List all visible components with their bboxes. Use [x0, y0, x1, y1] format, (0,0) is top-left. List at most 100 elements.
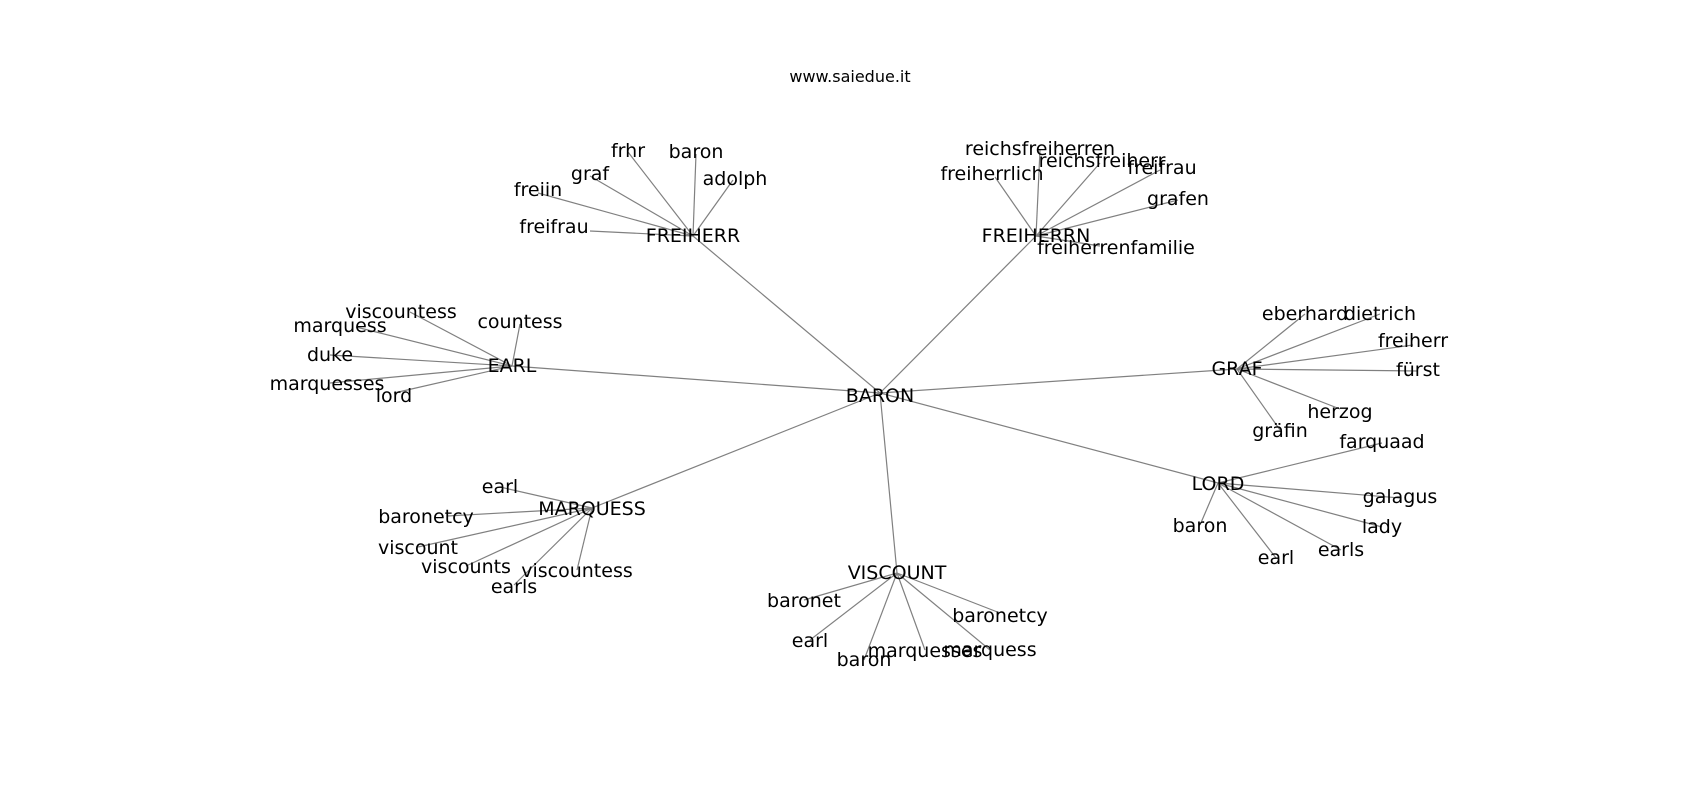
edge-lord-galagus: [1217, 482, 1401, 499]
edge-marquess-earl: [499, 486, 593, 509]
edge-graf-grafin: [1236, 368, 1281, 431]
node-graf-grafin: gräfin: [1252, 420, 1308, 442]
edge-root-freiherr: [692, 235, 881, 394]
node-marquess-viscounts: viscounts: [421, 556, 511, 578]
edge-root-graf: [879, 368, 1238, 394]
edge-marquess-baronetcy: [446, 507, 593, 517]
node-graf-furst: fürst: [1396, 359, 1440, 381]
edge-viscount-baronetcy: [896, 572, 1001, 614]
hub-node-graf: GRAF: [1211, 358, 1262, 380]
edge-graf-herzog: [1236, 368, 1341, 410]
hub-node-viscount: VISCOUNT: [848, 562, 947, 584]
node-freiherr-graf: graf: [571, 163, 611, 185]
edge-viscount-marquess: [896, 572, 991, 651]
hub-node-freiherr: FREIHERR: [646, 225, 740, 247]
edge-lord-farquaad: [1217, 442, 1383, 484]
edge-viscount-baron: [863, 572, 898, 661]
edge-freiherrn-grafen: [1035, 199, 1179, 237]
node-viscount-baron: baron: [837, 649, 892, 671]
edge-earl-duke: [329, 354, 513, 367]
edge-marquess-viscount: [417, 507, 593, 548]
node-freiherr-frhr: frhr: [611, 140, 645, 162]
edge-viscount-marquesses: [896, 572, 926, 651]
node-freiherrn-reichsfreiherr: reichsfreiherr: [1039, 150, 1166, 172]
node-viscount-baronet: baronet: [767, 590, 841, 612]
edge-root-marquess: [591, 392, 881, 509]
node-earl-viscountess: viscountess: [345, 301, 457, 323]
hub-node-earl: EARL: [488, 355, 537, 377]
edge-earl-countess: [511, 323, 521, 367]
edge-graf-eberhard: [1236, 313, 1306, 370]
edge-freiherr-adolph: [692, 179, 734, 237]
edge-freiherrn-freiherrenfamilie: [1035, 235, 1101, 247]
node-lord-earls: earls: [1318, 539, 1364, 561]
edge-viscount-earl: [809, 572, 898, 641]
edge-earl-marquess: [355, 326, 513, 367]
edge-graf-furst: [1236, 368, 1419, 372]
edge-earl-lord: [393, 365, 513, 394]
node-earl-marquess: marquess: [293, 315, 386, 337]
node-marquess-viscountess: viscountess: [521, 560, 633, 582]
node-marquess-viscount: viscount: [378, 537, 458, 559]
node-earl-lord: lord: [376, 385, 412, 407]
node-freiherrn-freiherrlich: freiherrlich: [940, 163, 1043, 185]
edge-lord-earls: [1217, 482, 1342, 551]
edge-root-viscount: [879, 392, 898, 574]
diagram-title: www.saiedue.it: [789, 67, 910, 86]
edge-lord-baron: [1199, 482, 1219, 526]
node-lord-galagus: galagus: [1363, 486, 1438, 508]
node-freiherrn-freifrau: freifrau: [1127, 157, 1196, 179]
edge-freiherr-freifrau: [589, 230, 694, 237]
node-graf-herzog: herzog: [1307, 401, 1372, 423]
edge-marquess-viscountess: [576, 507, 593, 571]
node-viscount-earl: earl: [792, 630, 828, 652]
hub-node-lord: LORD: [1192, 473, 1245, 495]
hub-node-freiherrn: FREIHERRN: [982, 225, 1091, 247]
node-freiherrn-reichsfreiherren: reichsfreiherren: [965, 138, 1115, 160]
node-lord-lady: lady: [1362, 516, 1402, 538]
node-viscount-marquess: marquess: [943, 639, 1036, 661]
edge-earl-marquesses: [329, 365, 513, 384]
edge-freiherr-frhr: [627, 151, 694, 237]
edge-marquess-viscounts: [465, 507, 593, 567]
node-viscount-baronetcy: baronetcy: [952, 605, 1048, 627]
edge-freiherrn-reichsfreiherren: [1035, 149, 1041, 237]
root-node-baron: BARON: [846, 385, 914, 407]
node-viscount-marquesses: marquesses: [868, 640, 983, 662]
edge-earl-viscountess: [409, 311, 513, 367]
edge-lord-earl: [1217, 482, 1277, 559]
edge-freiherr-graf: [589, 175, 694, 237]
node-lord-earl: earl: [1258, 547, 1294, 569]
node-marquess-earl: earl: [482, 476, 518, 498]
node-graf-dietrich: dietrich: [1344, 303, 1416, 325]
edge-root-freiherrn: [879, 235, 1037, 394]
node-earl-marquesses: marquesses: [270, 373, 385, 395]
edge-viscount-baronet: [803, 572, 898, 601]
edge-marquess-earls: [513, 507, 593, 586]
node-marquess-earls: earls: [491, 576, 537, 598]
edge-freiherr-baron: [692, 153, 697, 237]
node-lord-farquaad: farquaad: [1339, 431, 1424, 453]
node-freiherrn-grafen: grafen: [1147, 188, 1209, 210]
node-freiherr-freifrau: freifrau: [519, 216, 588, 238]
edge-freiherrn-freifrau: [1035, 169, 1161, 237]
node-freiherr-baron: baron: [669, 141, 724, 163]
edge-freiherrn-reichsfreiherr: [1035, 162, 1101, 237]
edge-freiherrn-freiherrlich: [994, 176, 1037, 237]
node-freiherr-adolph: adolph: [703, 168, 768, 190]
node-earl-duke: duke: [307, 344, 353, 366]
node-freiherrn-freiherrenfamilie: freiherrenfamilie: [1037, 237, 1195, 259]
node-lord-baron: baron: [1173, 515, 1228, 537]
node-graf-freiherr: freiherr: [1378, 330, 1448, 352]
node-marquess-baronetcy: baronetcy: [378, 506, 474, 528]
edge-freiherr-freiin: [537, 192, 694, 237]
edge-lord-lady: [1217, 482, 1383, 528]
node-freiherr-freiin: freiin: [514, 179, 562, 201]
node-graf-eberhard: eberhard: [1262, 303, 1348, 325]
edge-root-lord: [879, 392, 1219, 484]
edges-layer: [329, 149, 1419, 661]
node-earl-countess: countess: [477, 311, 562, 333]
hub-node-marquess: MARQUESS: [538, 498, 646, 520]
